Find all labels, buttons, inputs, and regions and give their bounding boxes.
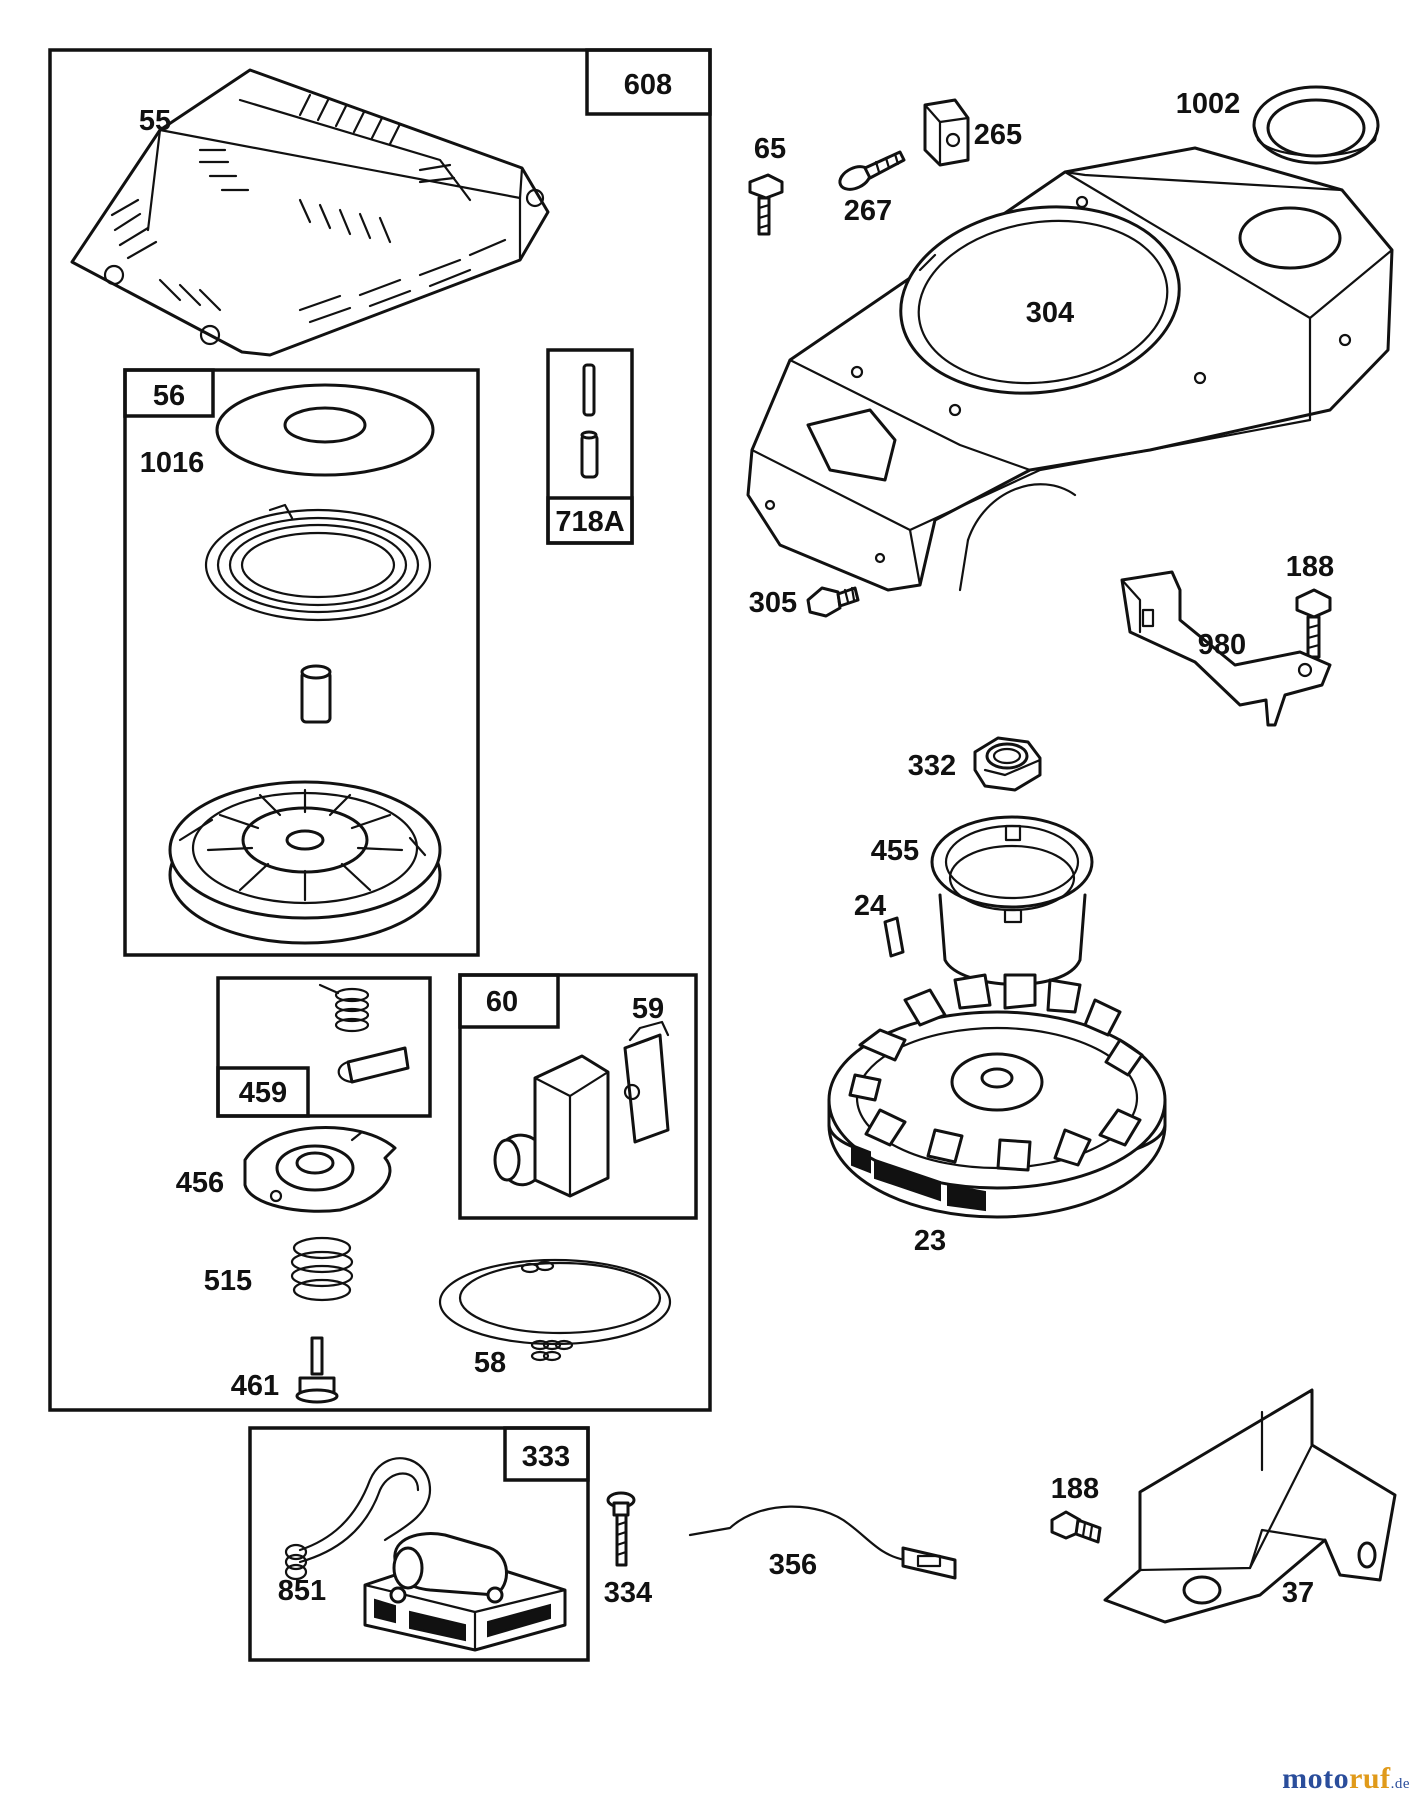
key-24: [883, 916, 905, 958]
group-60-frame: 60: [458, 973, 698, 1220]
watermark-part-3: .de: [1390, 1776, 1410, 1792]
washer-1016: [215, 383, 435, 477]
group-459-frame: 459: [216, 976, 432, 1118]
starter-pulley: [168, 780, 442, 945]
label-24: 24: [854, 890, 886, 922]
box-label-333: 333: [522, 1441, 570, 1473]
starter-rope-58: [438, 1258, 672, 1362]
label-265: 265: [974, 119, 1022, 151]
label-515: 515: [204, 1265, 252, 1297]
flywheel-23: [827, 973, 1167, 1219]
spring-515: [290, 1236, 354, 1302]
label-23: 23: [914, 1225, 946, 1257]
group-718a-frame: 718A: [546, 348, 634, 545]
box-label-60: 60: [486, 986, 518, 1018]
screw-461: [295, 1336, 339, 1404]
nut-332: [973, 736, 1042, 792]
air-guide-37: [1103, 1388, 1397, 1624]
clip-265: [923, 98, 970, 167]
label-58: 58: [474, 1347, 506, 1379]
box-label-608: 608: [624, 69, 672, 101]
label-332: 332: [908, 750, 956, 782]
label-305: 305: [749, 587, 797, 619]
ground-wire-356: [688, 1505, 957, 1580]
watermark-part-1: moto: [1282, 1762, 1350, 1795]
label-980: 980: [1198, 629, 1246, 661]
box-label-718a: 718A: [555, 506, 624, 538]
group-56-frame: 56: [123, 368, 480, 957]
bracket-980: [1120, 570, 1332, 727]
label-65: 65: [754, 133, 786, 165]
label-456: 456: [176, 1167, 224, 1199]
label-267: 267: [844, 195, 892, 227]
label-851: 851: [278, 1575, 326, 1607]
watermark-logo: motoruf.de: [1282, 1762, 1410, 1796]
blower-housing-304: [746, 146, 1394, 592]
label-1002: 1002: [1176, 88, 1241, 120]
box-label-459: 459: [239, 1077, 287, 1109]
rewind-cover-55: [70, 68, 550, 357]
small-cylinder: [300, 664, 332, 724]
label-188-lower: 188: [1051, 1473, 1099, 1505]
label-455: 455: [871, 835, 919, 867]
label-37: 37: [1282, 1577, 1314, 1609]
screw-305: [806, 586, 860, 618]
label-59: 59: [632, 993, 664, 1025]
rewind-spring: [204, 503, 432, 622]
label-188-upper: 188: [1286, 551, 1334, 583]
grommet-1002: [1252, 85, 1380, 165]
starter-cup-455: [930, 815, 1094, 986]
label-1016: 1016: [140, 447, 205, 479]
label-334: 334: [604, 1577, 652, 1609]
label-461: 461: [231, 1370, 279, 1402]
screw-188-upper: [1295, 588, 1332, 659]
group-333-frame: 333: [248, 1426, 590, 1662]
label-356: 356: [769, 1549, 817, 1581]
screw-267: [838, 150, 906, 191]
watermark-part-2: ruf: [1349, 1762, 1391, 1795]
label-55: 55: [139, 105, 171, 137]
screw-334: [606, 1491, 636, 1567]
box-label-56: 56: [153, 380, 185, 412]
group-608-frame: 608: [48, 48, 712, 1412]
screw-65: [748, 173, 784, 236]
label-304: 304: [1026, 297, 1074, 329]
retainer-456: [243, 1126, 397, 1213]
screw-188-lower: [1050, 1510, 1102, 1544]
